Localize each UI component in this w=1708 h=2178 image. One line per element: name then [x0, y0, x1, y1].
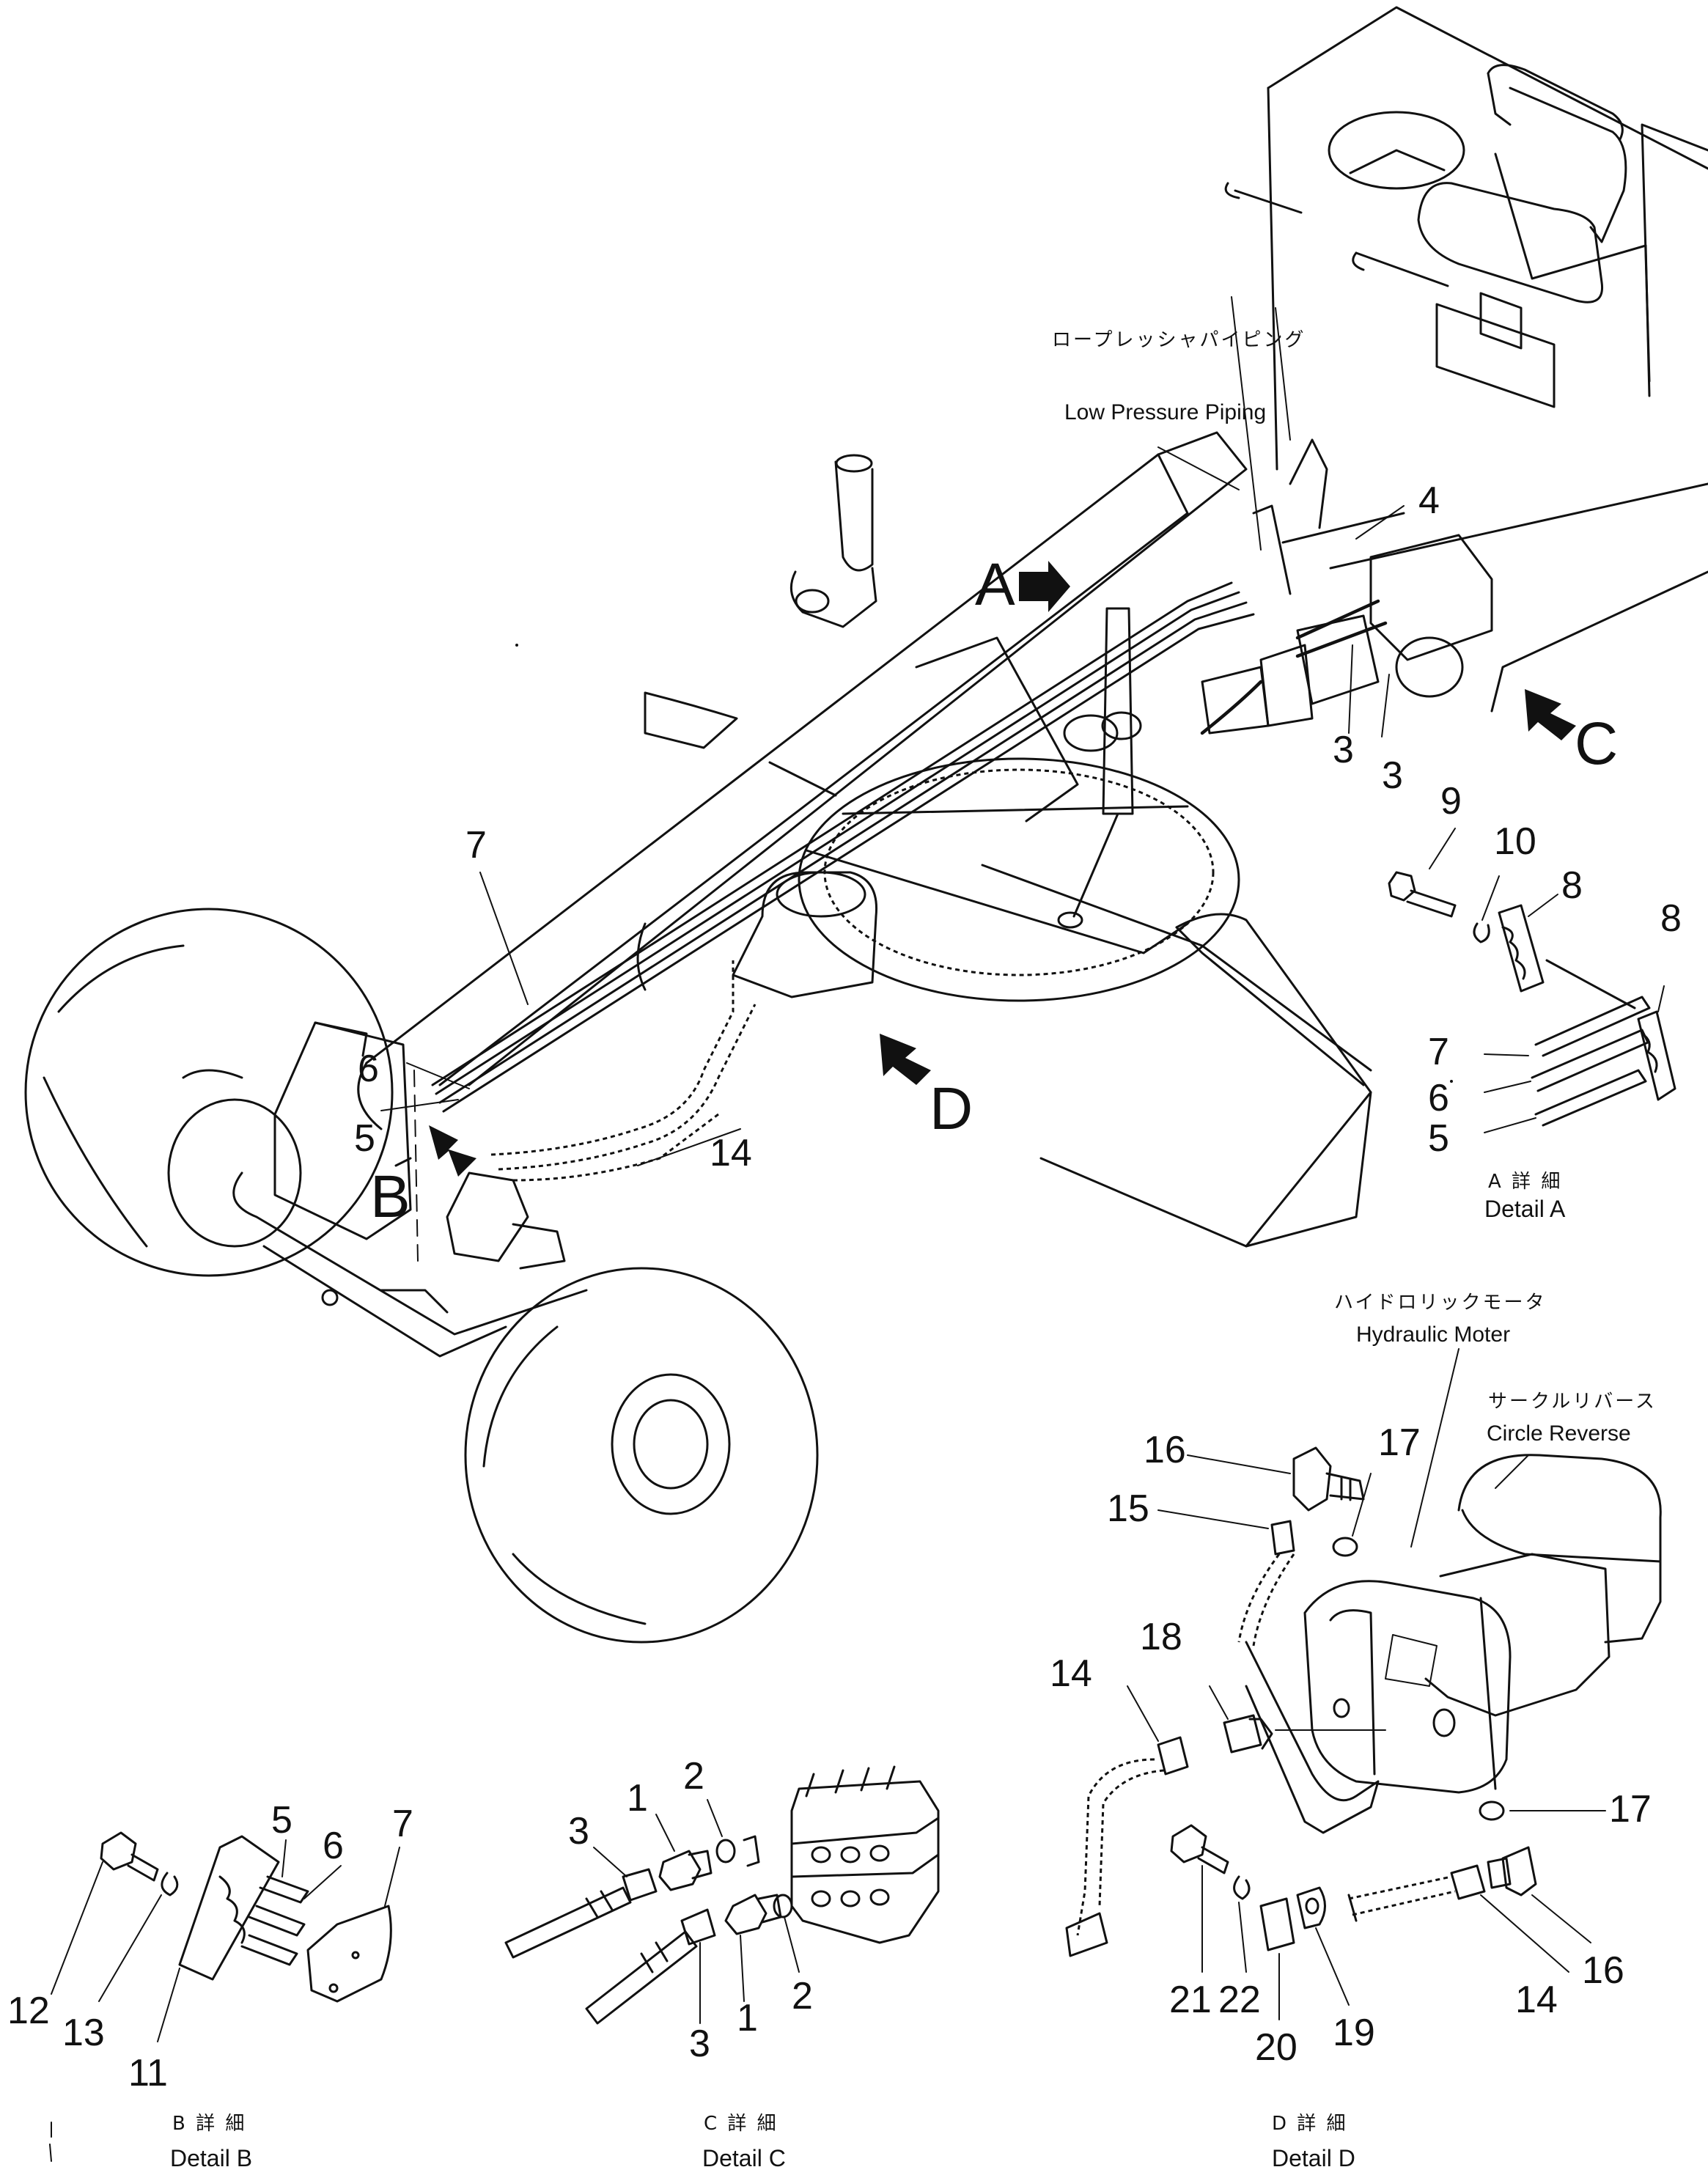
detail-c-callout-3-bottom: 3: [689, 2023, 710, 2065]
detail-b-callout-11: 11: [128, 2052, 168, 2094]
detail-b-callout-12: 12: [7, 1990, 50, 2032]
detail-b-callout-7: 7: [392, 1803, 413, 1845]
detail-d-callout-19: 19: [1333, 2012, 1375, 2054]
detail-a-callout-10: 10: [1494, 820, 1536, 863]
detail-b-callout-5: 5: [271, 1799, 292, 1842]
hydraulic-motor-jp: ハイドロリックモータ: [1334, 1292, 1546, 1314]
view-label-b: B: [370, 1163, 411, 1230]
callout-5: 5: [354, 1117, 375, 1160]
hydraulic-motor-label: Hydraulic Moter: [1356, 1322, 1510, 1347]
callout-14: 14: [710, 1132, 752, 1174]
detail-d-callout-18: 18: [1140, 1616, 1182, 1658]
detail-b-callout-6: 6: [323, 1825, 344, 1867]
view-label-d: D: [930, 1075, 973, 1142]
detail-c-callout-1-bottom: 1: [737, 1997, 758, 2039]
callout-4: 4: [1418, 479, 1440, 522]
view-arrow-c: [1525, 689, 1576, 740]
detail-b-callout-13: 13: [62, 2012, 105, 2054]
detail-a-title-jp: A 詳 細: [1488, 1171, 1562, 1193]
view-arrow-d: [880, 1034, 931, 1085]
detail-d-callout-14-right: 14: [1515, 1979, 1558, 2021]
detail-a-callout-5: 5: [1428, 1117, 1449, 1160]
circle-reverse-label: Circle Reverse: [1487, 1421, 1631, 1446]
detail-d-title-jp: D 詳 細: [1272, 2113, 1348, 2135]
detail-c-callout-2-top: 2: [683, 1755, 704, 1798]
detail-d-callout-15: 15: [1107, 1487, 1149, 1530]
detail-c-title: Detail C: [702, 2145, 786, 2171]
motor-grader-illustration: [24, 6, 1708, 1644]
low-pressure-piping-jp: ロープレッシャパイピング: [1052, 329, 1306, 351]
detail-a-callout-8-right: 8: [1660, 897, 1682, 940]
detail-a-callout-6: 6: [1428, 1077, 1449, 1119]
callout-6: 6: [358, 1048, 379, 1090]
detail-d-callout-22: 22: [1218, 1979, 1261, 2021]
detail-c-callout-2-bottom: 2: [792, 1975, 813, 2017]
detail-d-callout-14-left: 14: [1050, 1652, 1092, 1695]
view-arrow-b: [429, 1125, 476, 1177]
detail-a-callout-7: 7: [1428, 1031, 1449, 1073]
detail-d-callout-20: 20: [1255, 2026, 1297, 2069]
main-leader-lines: [380, 296, 1405, 1166]
view-label-c: C: [1575, 710, 1618, 777]
callout-3-left: 3: [1333, 729, 1354, 771]
detail-c-title-jp: C 詳 細: [704, 2113, 778, 2135]
callout-3-right: 3: [1382, 754, 1403, 797]
view-arrow-a: [1019, 561, 1070, 612]
detail-b-title: Detail B: [170, 2145, 252, 2171]
detail-c-callout-1-top: 1: [627, 1777, 648, 1820]
detail-a: 9 10 8 8 7 6 5 A 詳 細 Detail A: [1388, 780, 1682, 1222]
detail-b-title-jp: B 詳 細: [172, 2113, 246, 2135]
detail-d-title: Detail D: [1272, 2145, 1355, 2171]
detail-d: ハイドロリックモータ Hydraulic Moter サークルリバース Circ…: [1050, 1292, 1662, 2171]
detail-c-callout-3-top: 3: [568, 1810, 589, 1853]
detail-d-callout-17-top: 17: [1378, 1421, 1421, 1464]
detail-c: 2 1 3 2 1 3 C 詳 細 Detail C: [504, 1755, 940, 2171]
detail-d-callout-17-bottom: 17: [1609, 1788, 1652, 1831]
detail-d-callout-16-top: 16: [1144, 1429, 1186, 1471]
detail-a-callout-9: 9: [1440, 780, 1462, 823]
circle-reverse-jp: サークルリバース: [1488, 1391, 1657, 1413]
detail-a-callout-8-left: 8: [1561, 864, 1583, 907]
detail-a-title: Detail A: [1484, 1196, 1566, 1222]
callout-7: 7: [465, 824, 487, 867]
detail-b: 5 6 7 12 13 11 B 詳 細 Detail B: [7, 1799, 413, 2171]
view-label-a: A: [975, 551, 1015, 618]
main-labels: ロープレッシャパイピング Low Pressure Piping A B C D…: [354, 329, 1618, 1230]
low-pressure-piping-label: Low Pressure Piping: [1064, 400, 1266, 424]
detail-d-callout-16-bottom: 16: [1582, 1949, 1624, 1992]
detail-d-callout-21: 21: [1169, 1979, 1212, 2021]
